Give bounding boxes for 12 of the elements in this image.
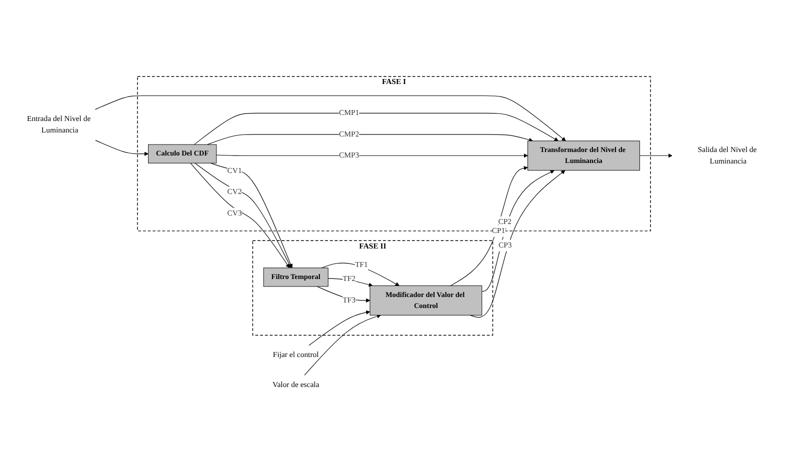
arrow — [639, 154, 672, 158]
arrow — [216, 154, 528, 158]
arrow — [94, 95, 566, 142]
arrow — [194, 112, 558, 145]
arrow — [304, 314, 382, 376]
arrow — [210, 162, 293, 268]
arrow — [482, 170, 554, 292]
arrow — [450, 166, 528, 286]
arrow — [308, 310, 370, 346]
arrow — [95, 140, 149, 156]
arrow — [207, 134, 533, 145]
arrow — [470, 170, 566, 318]
